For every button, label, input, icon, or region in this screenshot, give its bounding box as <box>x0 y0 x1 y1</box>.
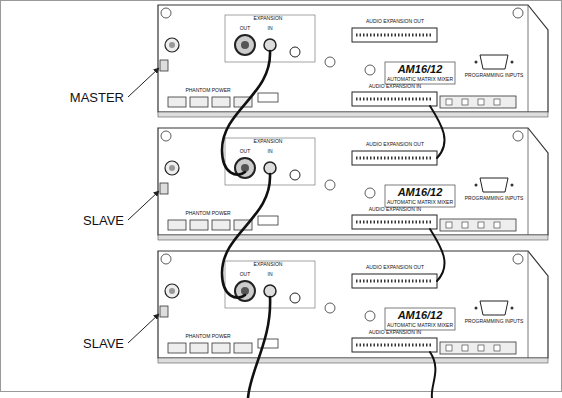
connector-label: PROGRAMMING INPUTS <box>465 196 524 201</box>
terminal-label: PHANTOM POWER <box>185 211 230 216</box>
connector-label: AUDIO EXPANSION IN <box>369 330 421 335</box>
terminal-label: PHANTOM POWER <box>185 334 230 339</box>
panel-label: EXPANSION <box>254 16 283 21</box>
model-logo: AM16/12 <box>398 64 443 75</box>
jack-label: IN <box>268 149 273 154</box>
model-subtitle: AUTOMATIC MATRIX MIXER <box>387 323 453 328</box>
jack-label: OUT <box>240 149 251 154</box>
connector-label: AUDIO EXPANSION OUT <box>366 142 424 147</box>
unit-role-label: SLAVE <box>83 214 124 227</box>
connector-label: AUDIO EXPANSION IN <box>369 207 421 212</box>
model-subtitle: AUTOMATIC MATRIX MIXER <box>387 77 453 82</box>
jack-label: IN <box>268 26 273 31</box>
unit-role-label: MASTER <box>70 91 124 104</box>
panel-label: EXPANSION <box>254 139 283 144</box>
model-subtitle: AUTOMATIC MATRIX MIXER <box>387 200 453 205</box>
jack-label: IN <box>268 272 273 277</box>
connector-label: AUDIO EXPANSION OUT <box>366 265 424 270</box>
model-logo: AM16/12 <box>398 310 443 321</box>
terminal-label: PHANTOM POWER <box>185 88 230 93</box>
connector-label: PROGRAMMING INPUTS <box>465 319 524 324</box>
connector-label: PROGRAMMING INPUTS <box>465 73 524 78</box>
unit-role-label: SLAVE <box>83 337 124 350</box>
connector-label: AUDIO EXPANSION IN <box>369 84 421 89</box>
panel-label: EXPANSION <box>254 262 283 267</box>
jack-label: OUT <box>240 26 251 31</box>
connector-label: AUDIO EXPANSION OUT <box>366 19 424 24</box>
jack-label: OUT <box>240 272 251 277</box>
model-logo: AM16/12 <box>398 187 443 198</box>
